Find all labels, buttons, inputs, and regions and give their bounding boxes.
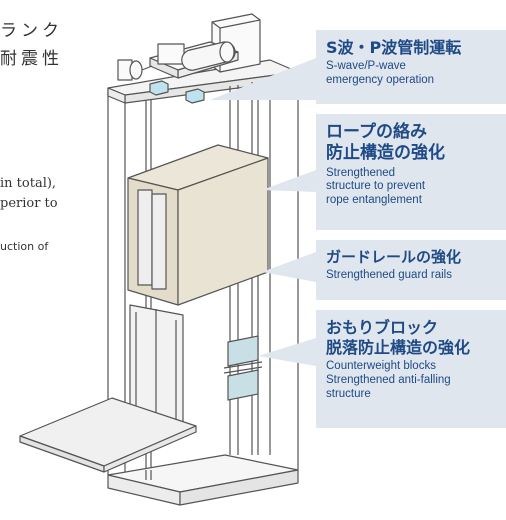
left-text-line-2: 耐震性 (0, 49, 63, 69)
callout-counterweight: おもりブロック 脱落防止構造の強化 Counterweight blocks S… (316, 310, 506, 428)
callout-2-desc-3: rope entanglement (326, 194, 422, 207)
callout-1-title: S波・P波管制運転 (326, 38, 462, 57)
callout-2-desc-2: structure to prevent (326, 180, 426, 193)
elevator-car (127, 144, 269, 306)
callout-1-desc-2: emergency operation (326, 73, 435, 86)
callout-4-title-2: 脱落防止構造の強化 (326, 338, 471, 357)
callout-3-title: ガードレールの強化 (326, 248, 462, 266)
landing-platform (19, 397, 197, 473)
pointer-4 (258, 338, 316, 366)
hoist-machine (117, 13, 261, 81)
pit-base (107, 454, 299, 506)
left-text-line-1: ランク (0, 21, 63, 41)
counterweight-blocks (223, 335, 263, 401)
callout-guard-rails: ガードレールの強化 Strengthened guard rails (316, 240, 506, 300)
pointer-1 (210, 58, 316, 100)
callout-pointers (210, 58, 316, 366)
callout-3-desc: Strengthened guard rails (326, 268, 452, 281)
callout-1-desc-1: S-wave/P-wave (326, 60, 406, 72)
callout-2-title-1: ロープの絡み (326, 122, 427, 142)
callout-2-desc-1: Strengthened (326, 166, 396, 179)
callout-4-desc-1: Counterweight blocks (326, 360, 436, 372)
callout-rope-entanglement: ロープの絡み 防止構造の強化 Strengthened structure to… (316, 114, 506, 230)
callout-seismic-operation: S波・P波管制運転 S-wave/P-wave emergency operat… (316, 30, 506, 104)
left-text-line-4: perior to (0, 196, 58, 211)
callout-4-desc-3: structure (326, 387, 371, 400)
left-text-line-5: uction of (0, 240, 49, 253)
callout-4-title-1: おもりブロック (326, 318, 439, 337)
callout-2-title-2: 防止構造の強化 (326, 143, 445, 164)
pointer-3 (262, 252, 316, 282)
left-text-line-3: in total), (0, 176, 57, 191)
seismic-sensor-blocks (149, 80, 205, 104)
callout-4-desc-2: Strengthened anti-falling (326, 373, 451, 386)
pointer-2 (262, 170, 316, 192)
